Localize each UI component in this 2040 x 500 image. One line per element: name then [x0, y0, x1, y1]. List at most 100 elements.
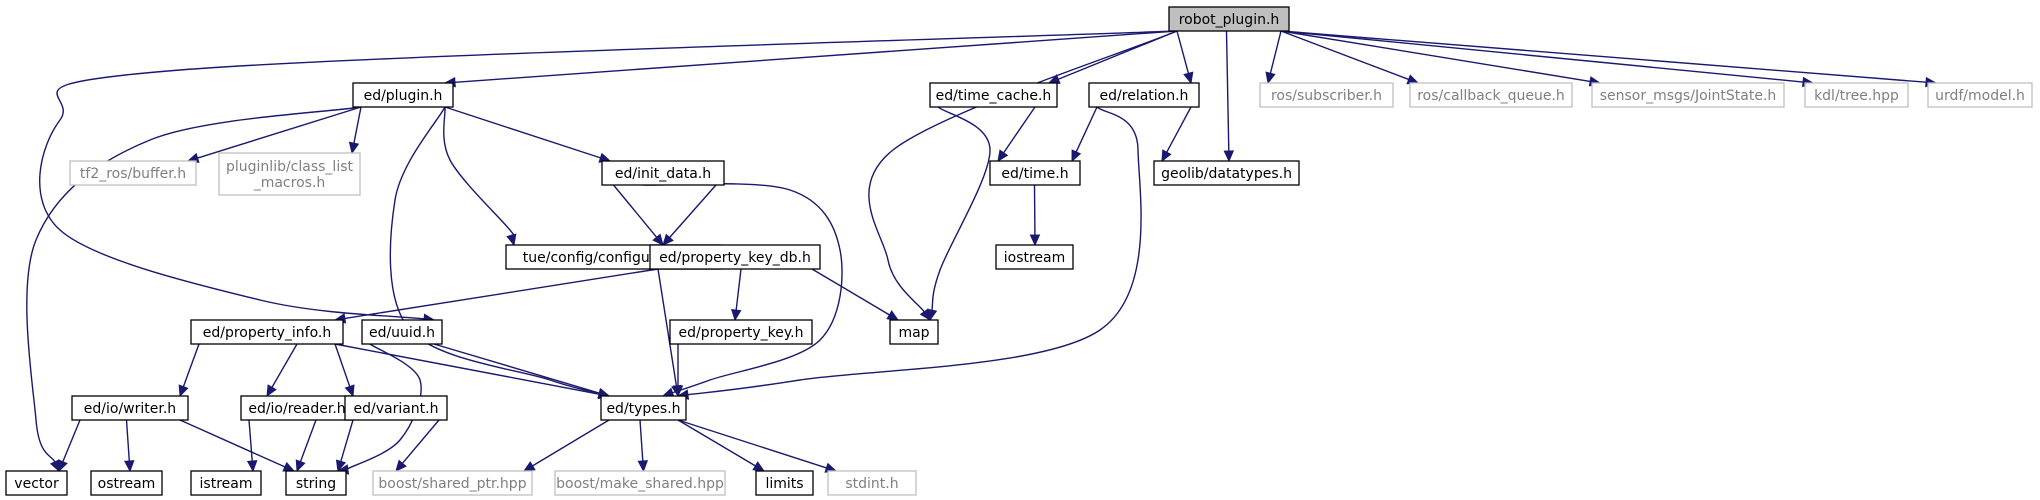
- edge-arrowhead: [662, 233, 674, 246]
- edge-ed-time-cache-to-ed-time: [997, 106, 1036, 163]
- node-robot-plugin[interactable]: robot_plugin.h: [1168, 6, 1290, 32]
- node-iostream[interactable]: iostream: [995, 244, 1074, 270]
- node-ed-plugin[interactable]: ed/plugin.h: [352, 82, 454, 108]
- node-istream[interactable]: istream: [190, 470, 262, 496]
- node-box: [1088, 82, 1200, 108]
- node-box: [71, 395, 189, 421]
- edge-line: [677, 419, 756, 467]
- node-ed-time-cache[interactable]: ed/time_cache.h: [929, 82, 1058, 108]
- node-ed-property-info[interactable]: ed/property_info.h: [190, 319, 344, 345]
- edge-ed-init-data-to-tue-config: [612, 184, 664, 246]
- node-label: limits: [765, 476, 803, 492]
- edge-arrowhead: [49, 459, 60, 473]
- node-tf2-buffer: tf2_ros/buffer.h: [69, 160, 197, 186]
- edge-line: [340, 419, 354, 462]
- edge-ed-time-cache-to-map: [926, 106, 991, 322]
- edge-ed-init-data-to-ed-property-key-db: [662, 184, 717, 246]
- node-ed-variant[interactable]: ed/variant.h: [344, 395, 448, 421]
- edge-line: [39, 30, 1178, 320]
- edge-line: [639, 419, 644, 462]
- edge-line: [1280, 30, 1409, 81]
- node-box: [240, 395, 354, 421]
- edge-ed-io-writer-to-string: [179, 419, 296, 472]
- node-geolib[interactable]: geolib/datatypes.h: [1153, 160, 1300, 186]
- node-label: pluginlib/class_list: [226, 159, 354, 175]
- edge-ed-property-info-to-ed-io-writer: [178, 343, 200, 398]
- edge-ed-plugin-to-pluginlib: [348, 106, 362, 155]
- node-box: [1168, 6, 1290, 32]
- edge-line: [334, 343, 351, 387]
- edge-robot-plugin-to-kdl-tree: [1280, 30, 1815, 88]
- edge-ed-property-key-db-to-map: [811, 268, 900, 321]
- node-box: [989, 160, 1081, 186]
- edge-arrowhead: [1265, 71, 1276, 85]
- node-boost-make-shared: boost/make_shared.hpp: [554, 470, 726, 496]
- node-box: [755, 470, 814, 496]
- edge-line: [299, 419, 317, 462]
- edge-arrowhead: [730, 308, 742, 322]
- node-ed-io-writer[interactable]: ed/io/writer.h: [71, 395, 189, 421]
- node-ed-property-key-db[interactable]: ed/property_key_db.h: [649, 244, 821, 270]
- edge-ed-types-to-limits: [677, 419, 766, 472]
- node-ed-relation[interactable]: ed/relation.h: [1088, 82, 1200, 108]
- node-box: [361, 319, 443, 345]
- node-box: [649, 244, 821, 270]
- edge-arrowhead: [522, 461, 536, 472]
- node-label: vector: [14, 476, 59, 492]
- node-ed-types[interactable]: ed/types.h: [600, 395, 687, 421]
- node-ed-uuid[interactable]: ed/uuid.h: [361, 319, 443, 345]
- node-sensor-msgs: sensor_msgs/JointState.h: [1591, 82, 1785, 108]
- edge-line: [931, 106, 991, 311]
- edge-line: [657, 268, 678, 387]
- edge-arrowhead: [672, 385, 684, 398]
- node-label: ros/subscriber.h: [1271, 88, 1382, 104]
- edge-arrowhead: [1223, 150, 1235, 163]
- edge-ed-plugin-to-tue-config: [443, 106, 517, 247]
- node-box: [827, 470, 917, 496]
- node-box: [1153, 160, 1300, 186]
- edge-line: [735, 268, 742, 311]
- edge-arrowhead: [124, 460, 135, 473]
- node-ed-io-reader[interactable]: ed/io/reader.h: [240, 395, 354, 421]
- node-box: [352, 82, 454, 108]
- edge-arrowhead: [58, 459, 68, 473]
- node-vector[interactable]: vector: [5, 470, 68, 496]
- node-box: [190, 319, 344, 345]
- node-ostream[interactable]: ostream: [90, 470, 163, 496]
- node-label: ed/types.h: [606, 401, 680, 417]
- node-label: iostream: [1004, 250, 1066, 266]
- edge-line: [1176, 30, 1190, 74]
- node-box: [344, 395, 448, 421]
- node-kdl-tree: kdl/tree.hpp: [1804, 82, 1909, 108]
- node-box: [5, 470, 68, 496]
- edge-arrowhead: [1161, 149, 1172, 163]
- edge-ed-time-to-iostream: [1029, 184, 1041, 247]
- edge-ed-relation-to-ed-time: [1071, 106, 1098, 163]
- node-urdf-model: urdf/model.h: [1927, 82, 2033, 108]
- edge-arrowhead: [926, 308, 938, 322]
- edge-ed-io-writer-to-ostream: [124, 419, 135, 473]
- node-pluginlib: pluginlib/class_list_macros.h: [218, 152, 361, 196]
- edge-line: [62, 419, 81, 463]
- edge-line: [687, 106, 1142, 396]
- node-map[interactable]: map: [889, 319, 939, 345]
- edge-line: [433, 343, 600, 394]
- node-box: [1804, 82, 1909, 108]
- node-label: ed/variant.h: [354, 401, 439, 417]
- node-box: [372, 470, 533, 496]
- node-ed-time[interactable]: ed/time.h: [989, 160, 1081, 186]
- edge-line: [811, 268, 890, 316]
- node-ed-init-data[interactable]: ed/init_data.h: [601, 160, 725, 186]
- node-string[interactable]: string: [285, 470, 347, 496]
- node-box: [1927, 82, 2033, 108]
- edge-arrowhead: [335, 459, 347, 473]
- edge-arrowhead: [348, 141, 360, 155]
- nodes-layer: robot_plugin.h ed/plugin.h ed/time_cache.h…: [5, 6, 2033, 496]
- node-label: map: [898, 325, 929, 341]
- node-box: [1409, 82, 1573, 108]
- node-limits[interactable]: limits: [755, 470, 814, 496]
- edge-arrowhead: [1183, 71, 1194, 85]
- node-label: ed/time.h: [1001, 166, 1068, 182]
- edge-ed-property-info-to-ed-variant: [334, 343, 355, 398]
- node-ed-property-key[interactable]: ed/property_key.h: [669, 319, 813, 345]
